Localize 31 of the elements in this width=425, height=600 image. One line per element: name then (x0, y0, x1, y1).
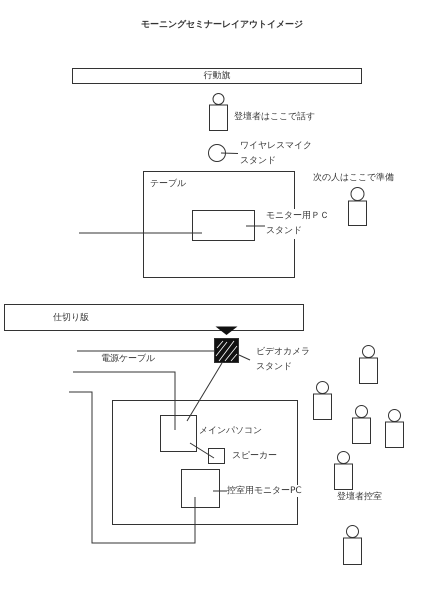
pc-box (160, 415, 197, 452)
person-figure (313, 381, 332, 420)
partition-box: 仕切り版 (4, 304, 304, 331)
cable-line (68, 392, 196, 544)
box (192, 210, 255, 241)
leader-line (238, 354, 250, 360)
camera-symbol (214, 326, 239, 363)
pc-box (181, 469, 220, 508)
person-figure (385, 409, 404, 448)
node-label: 登壇者はここで話す (234, 111, 315, 123)
node-label: メインパソコン (199, 425, 262, 437)
person-figure (343, 525, 362, 565)
leader-line (220, 152, 238, 154)
person-figure (359, 345, 378, 384)
leader-line (212, 490, 228, 492)
title: モーニングセミナーレイアウトイメージ (141, 19, 303, 31)
cable-line (78, 232, 202, 234)
circle (208, 144, 226, 162)
node-label: 次の人はここで準備 (313, 172, 394, 184)
node-label: スピーカー (232, 450, 277, 462)
person-figure (348, 187, 367, 226)
banner-box: 行動旗 (72, 68, 362, 84)
person-figure (334, 451, 353, 490)
cable-line (72, 372, 176, 430)
text-label: 登壇者控室 (337, 491, 382, 503)
person-figure (352, 405, 371, 444)
speaker-box (208, 448, 225, 464)
person-figure (209, 93, 228, 131)
cable-line (186, 362, 222, 422)
cable-line (76, 350, 214, 352)
edge-label: 電源ケーブル (101, 352, 155, 364)
